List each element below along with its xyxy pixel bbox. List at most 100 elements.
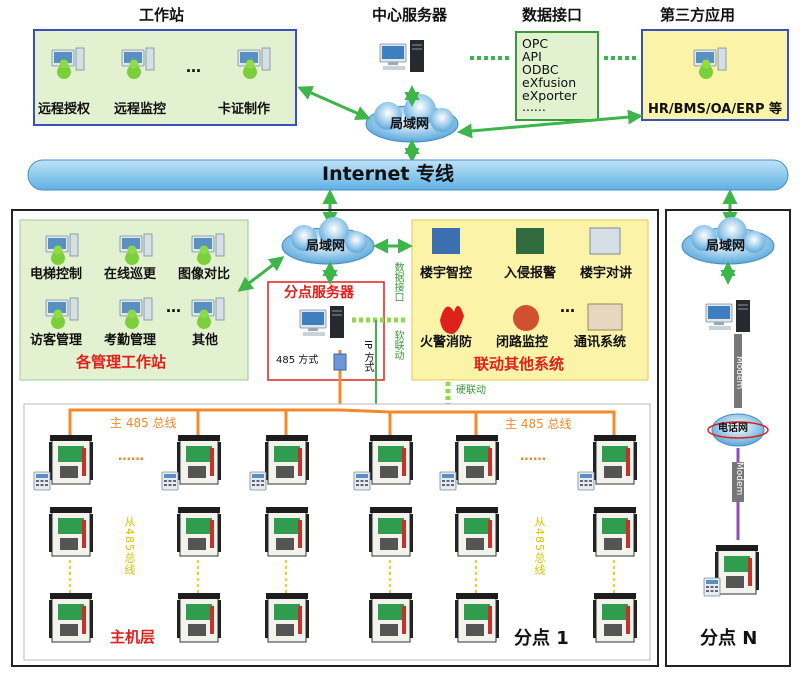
controller-box <box>48 506 94 557</box>
host-layer-panel <box>23 403 651 661</box>
slave-bus-label-right: 从485总线 <box>533 516 546 576</box>
mgmt-label-4: 考勤管理 <box>104 333 157 348</box>
third-party-title: 第三方应用 <box>660 6 736 24</box>
workstation-label-0: 远程授权 <box>38 102 91 117</box>
center-server-icon <box>379 39 425 73</box>
main-bus-left <box>68 408 340 438</box>
internet-bar <box>27 159 789 191</box>
interface-item: OPC <box>522 36 549 51</box>
siteN-modem-box <box>732 462 744 502</box>
mgmt-title: 各管理工作站 <box>76 353 167 371</box>
mgmt-label-1: 在线巡更 <box>104 267 157 282</box>
keypad-icon <box>33 471 51 491</box>
interface-item: ODBC <box>522 62 559 77</box>
soft-link-label: 软联动 <box>392 330 403 360</box>
keypad-icon <box>249 471 267 491</box>
interface-item: eXporter <box>522 88 577 103</box>
dots-right: …… <box>520 449 546 464</box>
controller-box <box>264 434 310 485</box>
mgmt-lan-link <box>237 256 285 292</box>
interface-list: OPC API ODBC eXfusion eXporter ...... <box>522 36 577 114</box>
linked-system-icons <box>432 227 623 334</box>
interface-item: eXfusion <box>522 75 577 90</box>
site1-frame <box>11 209 659 667</box>
keypad-icon <box>439 471 457 491</box>
phone-net-icon <box>707 413 769 447</box>
workstation-lan-link <box>297 85 371 121</box>
mode-ip-label: IP 方式 <box>362 340 373 373</box>
siteN-server-icon <box>705 299 751 333</box>
linked-title: 联动其他系统 <box>474 355 565 373</box>
controller-box <box>176 434 222 485</box>
center-server-title: 中心服务器 <box>372 6 448 24</box>
siteN-modem-top-label: Modem <box>734 356 744 390</box>
controller-box <box>368 506 414 557</box>
mgmt-label-2: 图像对比 <box>178 267 231 282</box>
slave-bus-lines <box>69 560 615 596</box>
site-server-title: 分点服务器 <box>284 285 354 301</box>
controller-box <box>48 592 94 643</box>
mgmt-ellipsis: … <box>166 298 181 316</box>
internet-label: Internet 专线 <box>322 163 455 185</box>
data-interface-panel <box>515 31 599 121</box>
controller-box <box>264 592 310 643</box>
linked-label-1: 入侵报警 <box>504 266 557 281</box>
bus-main-right-label: 主 485 总线 <box>505 417 572 431</box>
workstation-ellipsis: … <box>186 58 201 76</box>
host-layer-label: 主机层 <box>110 628 156 646</box>
dots-left: …… <box>118 449 144 464</box>
controller-box <box>264 506 310 557</box>
interface-item: ...... <box>522 99 546 114</box>
workstation-title: 工作站 <box>139 6 185 24</box>
workstation-label-2: 卡证制作 <box>218 102 271 117</box>
keypad-icon <box>577 471 595 491</box>
controller-box <box>368 592 414 643</box>
controller-box <box>592 434 638 485</box>
controller-box <box>48 434 94 485</box>
siteN-lan-label: 局域网 <box>706 239 746 254</box>
controller-box <box>592 592 638 643</box>
site1-lan-label: 局域网 <box>306 239 346 254</box>
workstation-label-1: 远程监控 <box>114 102 167 117</box>
controller-box <box>176 506 222 557</box>
data-port-label: 数据接口 <box>392 262 403 302</box>
controller-box <box>454 434 500 485</box>
controller-box <box>454 506 500 557</box>
controller-box <box>454 592 500 643</box>
site1-name: 分点 1 <box>514 628 569 649</box>
siteN-keypad <box>703 577 721 597</box>
bus-main-left-label: 主 485 总线 <box>110 416 177 430</box>
siteN-modem-bottom-label: Modem <box>734 462 744 496</box>
third-party-label: HR/BMS/OA/ERP 等 <box>648 102 783 117</box>
linked-label-0: 楼宇智控 <box>420 266 473 281</box>
main-bus-right <box>388 410 616 438</box>
keypad-icon <box>161 471 179 491</box>
siteN-frame <box>665 209 791 667</box>
interface-item: API <box>522 49 542 64</box>
top-lan-label: 局域网 <box>390 117 430 132</box>
keypad-icon <box>353 471 371 491</box>
controller-box <box>592 506 638 557</box>
phone-net-label: 电话网 <box>718 423 748 434</box>
site-server-icon <box>299 305 345 339</box>
third-party-panel <box>641 29 789 121</box>
siteN-name: 分点 N <box>700 628 758 649</box>
lan-thirdparty-link <box>457 109 643 139</box>
linked-label-2: 楼宇对讲 <box>580 266 633 281</box>
mgmt-label-3: 访客管理 <box>30 333 83 348</box>
linked-label-5: 通讯系统 <box>574 335 627 350</box>
linked-label-3: 火警消防 <box>420 335 473 350</box>
data-interface-title: 数据接口 <box>522 6 583 24</box>
mgmt-label-5: 其他 <box>192 333 219 348</box>
hard-link-label: 硬联动 <box>456 385 486 396</box>
site-server-panel <box>267 281 385 381</box>
controller-box <box>368 434 414 485</box>
mode-485-label: 485 方式 <box>276 355 319 366</box>
siteN-lan-cloud <box>681 217 775 265</box>
mgmt-label-0: 电梯控制 <box>30 267 83 282</box>
linked-label-4: 闭路监控 <box>496 335 549 350</box>
siteN-controller <box>714 544 760 595</box>
converter-icon <box>333 353 347 371</box>
